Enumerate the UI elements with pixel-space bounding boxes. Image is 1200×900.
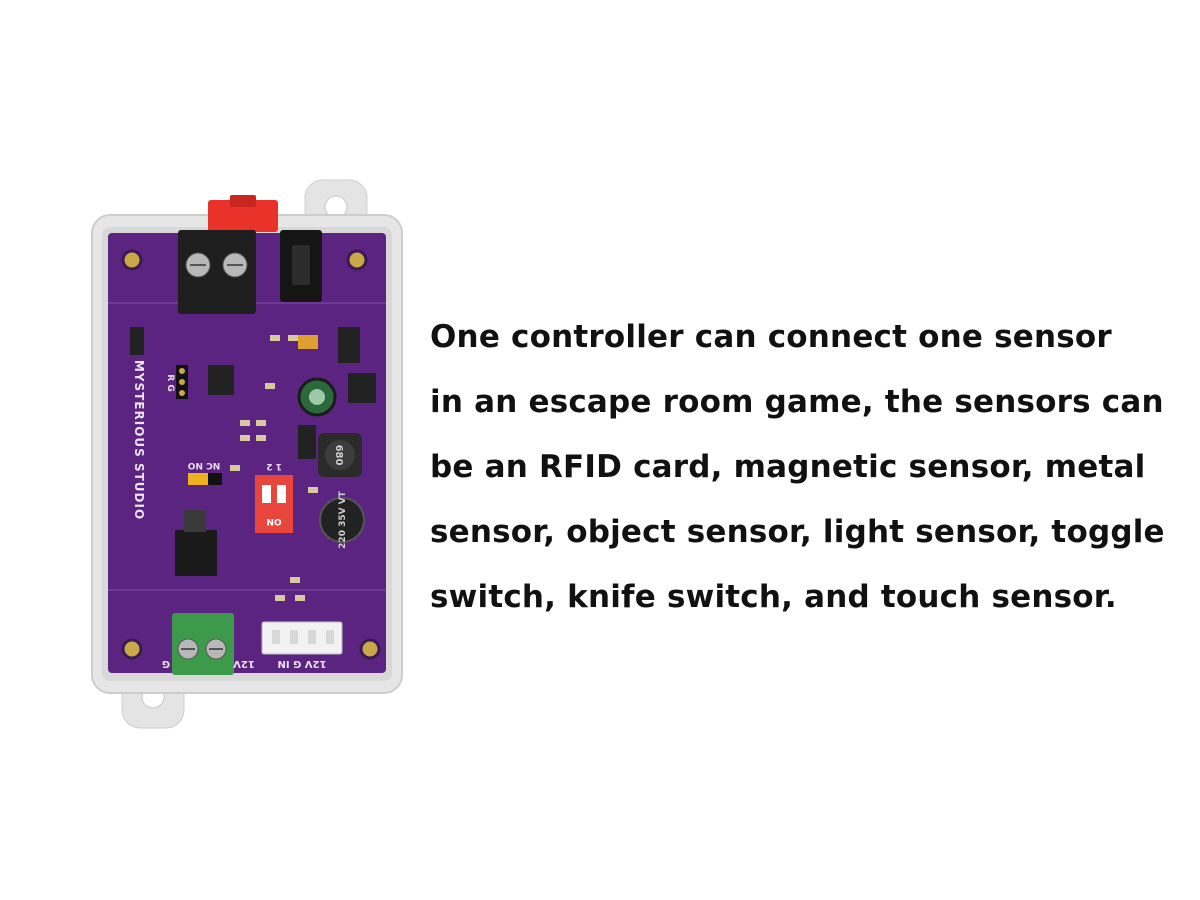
- sensor-connector: [261, 621, 343, 655]
- capacitor-label: 220 35V VT: [338, 490, 348, 549]
- jumper: [188, 473, 208, 485]
- controller-board-photo: 220 35V VT 680 R G NC NO: [80, 175, 415, 735]
- description-line: sensor, object sensor, light sensor, tog…: [430, 514, 1165, 550]
- description-line: in an escape room game, the sensors can: [430, 384, 1164, 420]
- terminal-lever: [208, 200, 278, 232]
- description-line: be an RFID card, magnetic sensor, metal: [430, 449, 1146, 485]
- dip-switch-numbers: 1 2: [266, 461, 282, 471]
- product-description: One controller can connect one sensor in…: [430, 305, 1190, 630]
- jumper-label: NC NO: [187, 460, 220, 470]
- power-terminal-block: [178, 230, 256, 314]
- power-terminal-label: 12V: [233, 658, 255, 669]
- ground-label: G: [162, 658, 170, 669]
- sensor-port-label: 12V G IN: [278, 658, 327, 669]
- sensor-terminal-block: [172, 613, 234, 675]
- description-line: switch, knife switch, and touch sensor.: [430, 579, 1117, 615]
- inductor-label: 680: [333, 445, 344, 466]
- description-line: One controller can connect one sensor: [430, 319, 1112, 355]
- dip-switch-on-label: ON: [266, 516, 281, 526]
- pin-header: [176, 365, 188, 399]
- header-label: R G: [165, 374, 175, 391]
- dip-switch: [255, 475, 293, 533]
- board-brand-text: MYSTERIOUS STUDIO: [132, 360, 146, 520]
